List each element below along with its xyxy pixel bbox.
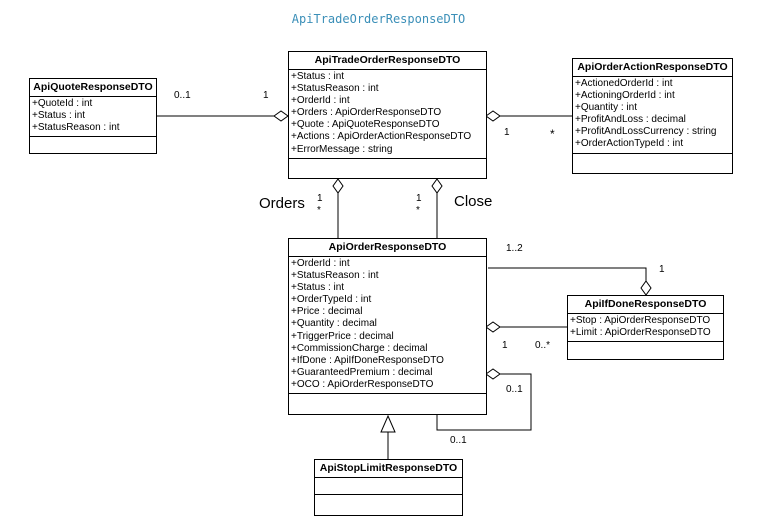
attribute: +Quantity : decimal — [291, 318, 377, 330]
multiplicity-oco-bottom: 0..1 — [450, 435, 467, 446]
order-ifdone-aggregation-diamond — [640, 280, 652, 296]
operations-compartment — [568, 342, 723, 356]
attribute: +OrderTypeId : int — [291, 294, 372, 306]
multiplicity-action-left: 1 — [504, 127, 510, 138]
attribute: +Status : int — [32, 110, 86, 122]
order-ifdone-association — [488, 267, 647, 281]
attribute: +TriggerPrice : decimal — [291, 330, 394, 342]
quote-trade-aggregation-diamond — [273, 110, 289, 122]
multiplicity-ifdone-one: 1 — [659, 264, 665, 275]
operations-compartment — [315, 495, 462, 509]
multiplicity-ifdone-many: 0..* — [535, 340, 551, 351]
attribute: +ActionedOrderId : int — [575, 78, 673, 89]
class-api-ifdone-response[interactable]: ApiIfDoneResponseDTO +Stop : ApiOrderRes… — [567, 295, 724, 360]
attribute-list: +OrderId : int +StatusReason : int +Stat… — [289, 257, 486, 395]
multiplicity-ifdone-left: 1 — [502, 340, 508, 351]
class-api-stop-limit-response[interactable]: ApiStopLimitResponseDTO — [314, 459, 463, 516]
attribute: +Status : int — [291, 71, 345, 82]
operations-compartment — [289, 394, 486, 408]
attribute-list: +Status : int +StatusReason : int +Order… — [289, 70, 486, 159]
attribute: +StatusReason : int — [291, 270, 379, 282]
class-name: ApiStopLimitResponseDTO — [315, 460, 462, 478]
attribute: +ProfitAndLoss : decimal — [575, 114, 686, 126]
class-name: ApiOrderResponseDTO — [289, 239, 486, 257]
generalization-arrowhead — [380, 414, 396, 433]
class-name: ApiQuoteResponseDTO — [30, 79, 156, 97]
class-api-trade-order-response[interactable]: ApiTradeOrderResponseDTO +Status : int +… — [288, 51, 487, 179]
operations-compartment — [573, 154, 732, 168]
attribute: +Limit : ApiOrderResponseDTO — [570, 327, 711, 339]
attribute: +ProfitAndLossCurrency : string — [575, 126, 717, 138]
trade-action-aggregation-diamond — [485, 110, 501, 122]
attribute: +ErrorMessage : string — [291, 143, 393, 155]
attribute: +ActioningOrderId : int — [575, 90, 675, 102]
multiplicity-quote-right: 1 — [263, 90, 269, 101]
class-api-order-response[interactable]: ApiOrderResponseDTO +OrderId : int +Stat… — [288, 238, 487, 415]
attribute: +Orders : ApiOrderResponseDTO — [291, 107, 442, 119]
multiplicity-ifdone-order: 1..2 — [506, 243, 523, 254]
attribute-list — [315, 478, 462, 495]
oco-self-association — [436, 373, 532, 431]
class-name: ApiIfDoneResponseDTO — [568, 296, 723, 314]
attribute: +OrderId : int — [291, 258, 350, 269]
attribute: +StatusReason : int — [32, 122, 120, 134]
attribute-list: +Stop : ApiOrderResponseDTO +Limit : Api… — [568, 314, 723, 343]
multiplicity-quote-left: 0..1 — [174, 90, 191, 101]
orders-aggregation-diamond — [332, 178, 344, 194]
attribute: +Quantity : int — [575, 102, 637, 114]
attribute: +StatusReason : int — [291, 83, 379, 95]
attribute: +OrderActionTypeId : int — [575, 138, 684, 150]
attribute: +QuoteId : int — [32, 98, 93, 109]
class-name: ApiTradeOrderResponseDTO — [289, 52, 486, 70]
attribute: +OrderId : int — [291, 95, 350, 107]
attribute: +Actions : ApiOrderActionResponseDTO — [291, 131, 472, 143]
attribute: +CommissionCharge : decimal — [291, 342, 428, 354]
attribute: +Stop : ApiOrderResponseDTO — [570, 315, 711, 326]
diagram-title: ApiTradeOrderResponseDTO — [291, 12, 466, 26]
role-close: Close — [454, 193, 493, 210]
attribute-list: +ActionedOrderId : int +ActioningOrderId… — [573, 77, 732, 154]
attribute: +GuaranteedPremium : decimal — [291, 366, 433, 378]
close-aggregation-diamond — [431, 178, 443, 194]
multiplicity-orders-one: 1 — [317, 193, 323, 204]
attribute: +OCO : ApiOrderResponseDTO — [291, 378, 434, 390]
class-name: ApiOrderActionResponseDTO — [573, 59, 732, 77]
operations-compartment — [289, 159, 486, 173]
attribute: +IfDone : ApiIfDoneResponseDTO — [291, 354, 444, 366]
operations-compartment — [30, 137, 156, 151]
role-orders: Orders — [259, 195, 305, 212]
multiplicity-close-one: 1 — [416, 193, 422, 204]
multiplicity-oco-top: 0..1 — [506, 384, 523, 395]
ifdone-order-aggregation-diamond — [485, 321, 501, 333]
multiplicity-action-right: * — [550, 127, 555, 141]
attribute: +Price : decimal — [291, 306, 363, 318]
class-api-quote-response[interactable]: ApiQuoteResponseDTO +QuoteId : int +Stat… — [29, 78, 157, 154]
attribute: +Status : int — [291, 282, 345, 294]
class-api-order-action-response[interactable]: ApiOrderActionResponseDTO +ActionedOrder… — [572, 58, 733, 174]
multiplicity-close-many: * — [416, 205, 420, 216]
oco-aggregation-diamond — [485, 368, 501, 380]
attribute: +Quote : ApiQuoteResponseDTO — [291, 119, 440, 131]
attribute-list: +QuoteId : int +Status : int +StatusReas… — [30, 97, 156, 138]
multiplicity-orders-many: * — [317, 205, 321, 216]
